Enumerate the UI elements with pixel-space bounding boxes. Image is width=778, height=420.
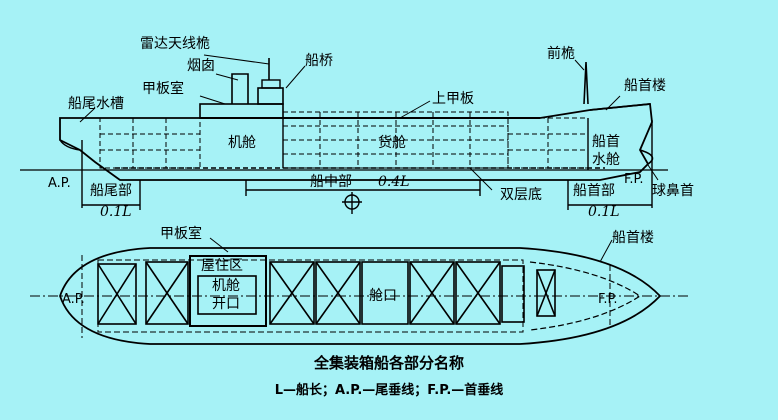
label-forecastle-plan: 船首楼 [612,230,654,246]
label-bridge: 船桥 [305,53,333,69]
label-aft-len: 0.1L [100,204,132,220]
label-midship: 船中部 [310,174,352,190]
label-bulbous-bow: 球鼻首 [652,183,694,199]
label-deckhouse-side: 甲板室 [142,81,184,97]
hatch-covers [97,261,556,325]
label-accommodation: 屋住区 [201,258,243,274]
funnel-shape [231,73,249,104]
diagram-title: 全集装箱船各部分名称 [313,354,464,372]
label-fore-body: 船首部 [573,183,615,199]
container-stacks [99,111,589,169]
label-stern-tank: 船尾水槽 [68,96,124,112]
label-fp-plan: F.P. [598,292,618,307]
label-aft-body: 船尾部 [90,183,132,199]
label-hatch: 舱口 [369,288,397,304]
label-double-bottom: 双层底 [500,187,542,203]
label-mid-len: 0.4L [378,174,410,190]
label-ap-side: A.P. [48,176,71,191]
label-foremast: 前桅 [547,46,575,62]
label-radar-mast: 雷达天线桅 [140,36,210,52]
label-forecastle-side: 船首楼 [624,78,666,94]
foremast [583,61,589,105]
label-upper-deck: 上甲板 [432,91,474,107]
label-engine-room: 机舱 [228,135,256,151]
label-bow-tank-2: 水舱 [592,152,620,168]
stern-curve [59,139,81,151]
diagram-legend: L—船长；A.P.—尾垂线；F.P.—首垂线 [274,383,504,398]
plan-forecastle-outline [529,261,642,331]
bridge-block [257,87,284,105]
label-engine-opening-2: 开口 [212,296,240,312]
label-cargo-hold: 货舱 [378,135,406,151]
engine-opening-block [197,275,257,315]
label-fp-side: F.P. [624,172,644,187]
label-deckhouse-plan: 甲板室 [160,226,202,242]
label-ap-plan: A.P. [62,292,85,307]
label-fore-len: 0.1L [588,204,620,220]
label-engine-opening-1: 机舱 [212,278,240,294]
accommodation-block [189,255,267,327]
label-funnel: 烟囱 [187,58,215,74]
label-bow-tank-1: 船首 [592,134,620,150]
deckhouse-block [199,103,284,119]
